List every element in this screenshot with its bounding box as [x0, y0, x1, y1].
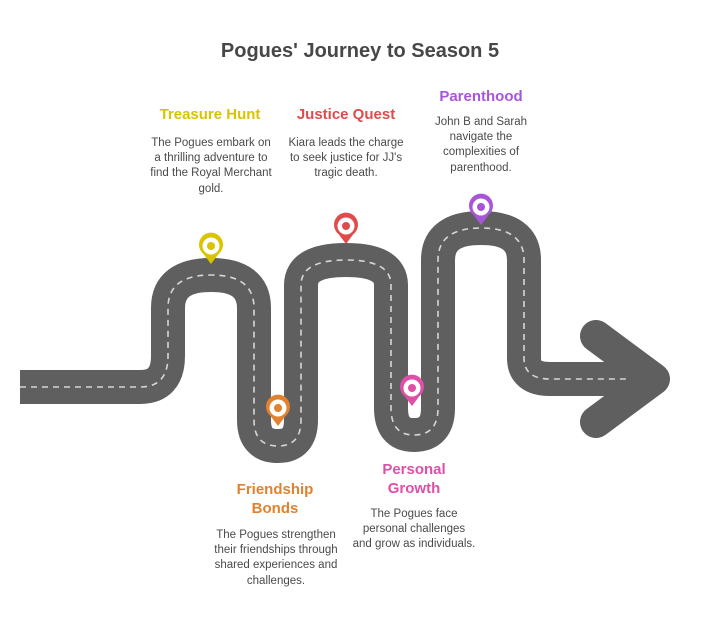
treasure-hunt-pin-icon — [199, 232, 223, 264]
friendship-bonds-pin-icon — [266, 394, 290, 426]
treasure-hunt-title: Treasure Hunt — [159, 106, 261, 123]
personal-growth-description: The Pogues face personal challenges and … — [352, 508, 476, 551]
justice-quest-description: Kiara leads the charge to seek justice f… — [288, 137, 404, 180]
road-center-line — [20, 227, 640, 447]
treasure-hunt-description: The Pogues embark on a thrilling adventu… — [150, 137, 272, 195]
friendship-bonds-title: Friendship Bonds — [236, 481, 314, 517]
arrow-head — [580, 320, 670, 438]
justice-quest-pin-icon — [334, 212, 358, 244]
parenthood-description: John B and Sarah navigate the complexiti… — [434, 116, 528, 174]
friendship-bonds-description: The Pogues strengthen their friendships … — [214, 529, 338, 587]
parenthood-title: Parenthood — [439, 88, 523, 105]
diagram-title: Pogues' Journey to Season 5 — [220, 40, 500, 62]
personal-growth-pin-icon — [400, 374, 424, 406]
parenthood-pin-icon — [469, 193, 493, 225]
personal-growth-title: Personal Growth — [382, 461, 446, 497]
justice-quest-title: Justice Quest — [296, 106, 396, 123]
